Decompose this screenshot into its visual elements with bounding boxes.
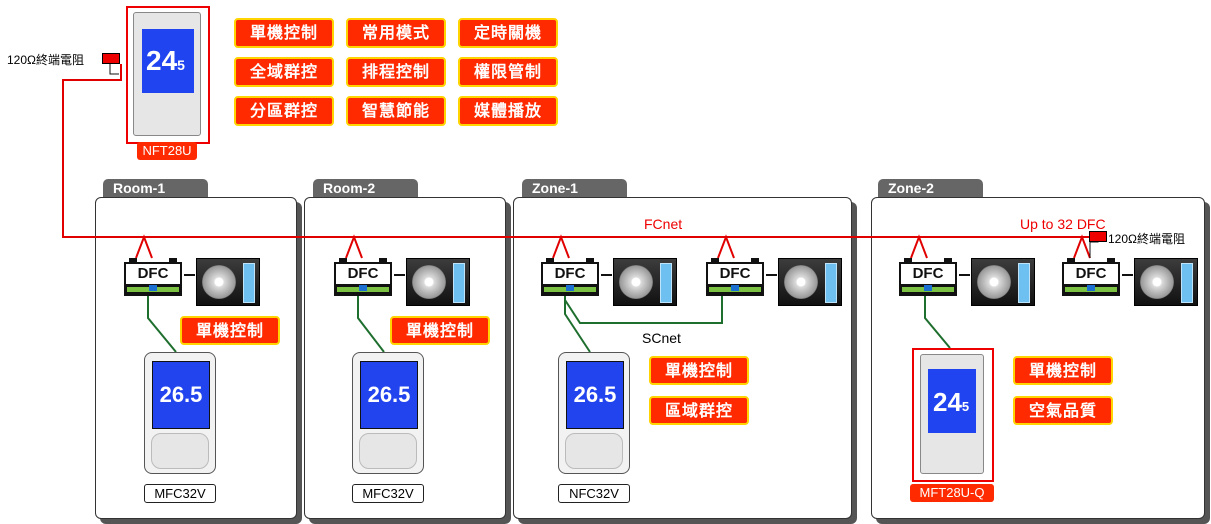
terminator-left-label: 120Ω終端電阻 xyxy=(7,53,84,67)
room-1-tab: Room-1 xyxy=(103,179,208,197)
room-1-controller-label: MFC32V xyxy=(144,484,216,503)
nft28u-temp-decimal: 5 xyxy=(177,57,185,73)
dfc-module-6[interactable]: DFC xyxy=(1062,258,1120,296)
dfc-module-2[interactable]: DFC xyxy=(334,258,392,296)
dfc-module-4[interactable]: DFC xyxy=(706,258,764,296)
up-to-label: Up to 32 DFC xyxy=(1020,216,1106,232)
dfc-module-1[interactable]: DFC xyxy=(124,258,182,296)
feature-tag-3: 定時關機 xyxy=(458,18,558,48)
zone-2-temp: 24 xyxy=(933,387,962,417)
feature-tag-5: 排程控制 xyxy=(346,57,446,87)
terminator-right-label: 120Ω終端電阻 xyxy=(1108,232,1185,246)
zone-1-controller[interactable]: 26.5 xyxy=(558,352,630,474)
nft28u-temp: 24 xyxy=(146,45,178,76)
fan-unit-icon-3 xyxy=(613,258,677,306)
zone-2-tab: Zone-2 xyxy=(878,179,983,197)
room-2-temp: 26.5 xyxy=(367,382,411,407)
zone-2-tag-single: 單機控制 xyxy=(1013,356,1113,385)
zone-2-tag-air: 空氣品質 xyxy=(1013,396,1113,425)
zone-2-controller-label: MFT28U-Q xyxy=(910,484,994,502)
zone-1-tag-single: 單機控制 xyxy=(649,356,749,385)
feature-tag-2: 常用模式 xyxy=(346,18,446,48)
room-2-tag-single: 單機控制 xyxy=(390,316,490,345)
feature-tag-4: 全域群控 xyxy=(234,57,334,87)
feature-tag-9: 媒體播放 xyxy=(458,96,558,126)
terminator-right-resistor xyxy=(1089,231,1107,242)
dfc-module-3[interactable]: DFC xyxy=(541,258,599,296)
zone-1-temp: 26.5 xyxy=(573,382,617,407)
fan-unit-icon-4 xyxy=(778,258,842,306)
fcnet-label: FCnet xyxy=(644,216,683,232)
mft28u-q-frame xyxy=(912,348,994,482)
feature-tag-6: 權限管制 xyxy=(458,57,558,87)
scnet-label: SCnet xyxy=(642,330,681,346)
room-1-temp: 26.5 xyxy=(159,382,203,407)
room-2-tab: Room-2 xyxy=(313,179,418,197)
fan-unit-icon-1 xyxy=(196,258,260,306)
zone-2-temp-decimal: 5 xyxy=(961,399,970,414)
zone-2-controller[interactable]: 245 xyxy=(920,354,984,474)
room-2-controller-label: MFC32V xyxy=(352,484,424,503)
fan-unit-icon-2 xyxy=(406,258,470,306)
fan-unit-icon-6 xyxy=(1134,258,1198,306)
feature-tag-8: 智慧節能 xyxy=(346,96,446,126)
terminator-left-resistor xyxy=(102,53,120,64)
zone-1-tab: Zone-1 xyxy=(522,179,627,197)
fan-unit-icon-5 xyxy=(971,258,1035,306)
dfc-module-5[interactable]: DFC xyxy=(899,258,957,296)
nft28u-controller[interactable]: 245 xyxy=(133,12,201,136)
zone-1-controller-label: NFC32V xyxy=(558,484,630,503)
nft28u-label: NFT28U xyxy=(137,142,197,160)
room-1-controller[interactable]: 26.5 xyxy=(144,352,216,474)
feature-tag-7: 分區群控 xyxy=(234,96,334,126)
room-2-controller[interactable]: 26.5 xyxy=(352,352,424,474)
zone-1-tag-zone: 區域群控 xyxy=(649,396,749,425)
feature-tag-1: 單機控制 xyxy=(234,18,334,48)
room-1-tag-single: 單機控制 xyxy=(180,316,280,345)
